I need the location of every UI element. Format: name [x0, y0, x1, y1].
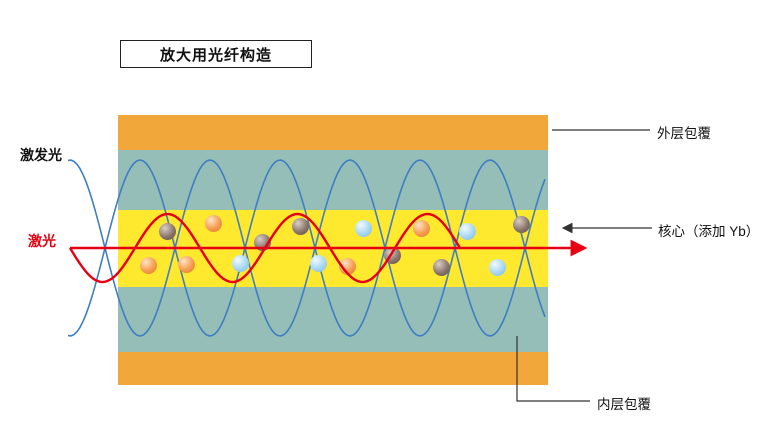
yb-ion-sphere [383, 246, 401, 264]
yb-ion-sphere [291, 217, 309, 235]
yb-ion-sphere [338, 257, 356, 275]
yb-ion-sphere [177, 255, 195, 273]
yb-ion-sphere [158, 222, 176, 240]
yb-ion-sphere [253, 233, 271, 251]
inner-cladding-label: 内层包覆 [597, 397, 651, 412]
yb-ion-sphere [231, 254, 249, 272]
outer-cladding-label: 外层包覆 [657, 126, 711, 141]
laser-label: 激光 [28, 233, 56, 249]
core-label: 核心（添加 Yb） [658, 224, 760, 239]
yb-ion-sphere [139, 256, 157, 274]
yb-ion-sphere [432, 258, 450, 276]
yb-ion-sphere [458, 222, 476, 240]
yb-ion-sphere [412, 219, 430, 237]
yb-ion-sphere [309, 254, 327, 272]
yb-ion-sphere [488, 258, 506, 276]
yb-ion-sphere [512, 215, 530, 233]
pump-light-label: 激发光 [20, 147, 62, 163]
yb-ion-sphere [204, 214, 222, 232]
diagram-title: 放大用光纤构造 [120, 40, 312, 68]
yb-ion-sphere [354, 219, 372, 237]
outer-cladding-top-layer [118, 115, 548, 150]
outer-cladding-bottom-layer [118, 352, 548, 385]
